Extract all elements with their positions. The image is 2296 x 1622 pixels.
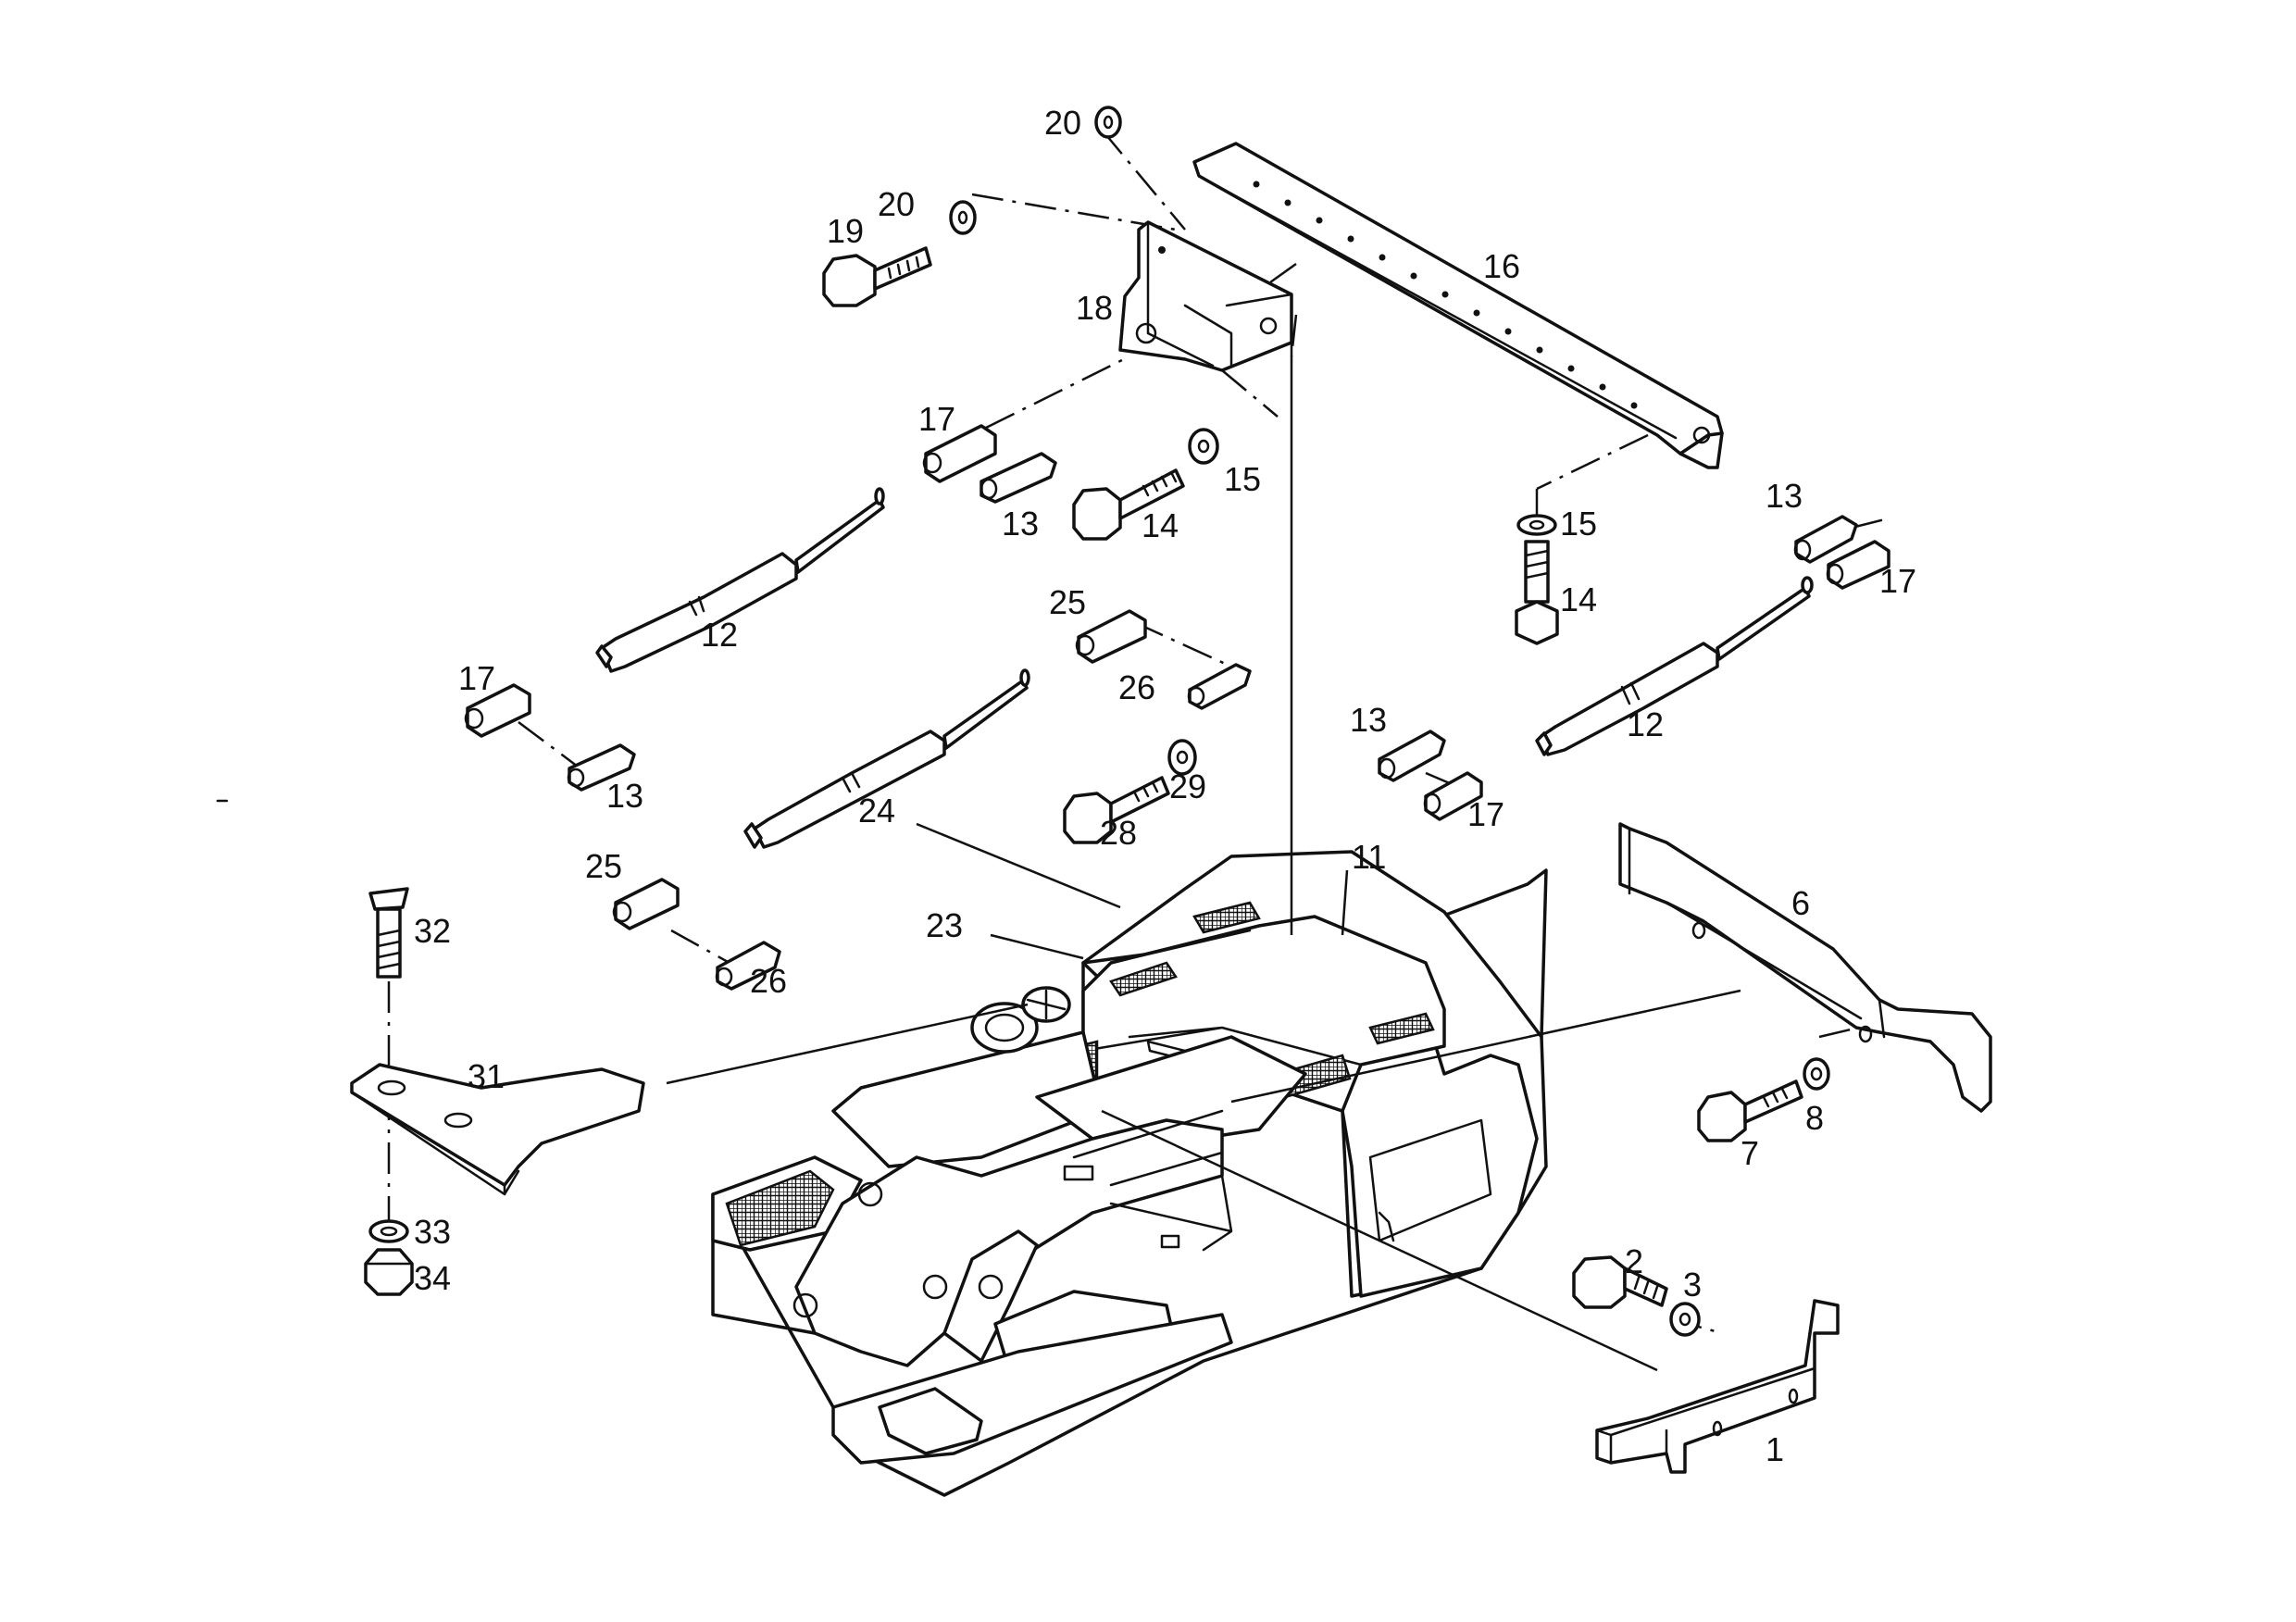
label-31: 31 [468, 1057, 505, 1095]
engine-grille-top [1192, 901, 1261, 934]
label-28: 28 [1100, 814, 1137, 852]
label-19: 19 [827, 212, 864, 250]
bolt-19 [822, 246, 932, 307]
bolt-14b [1515, 540, 1559, 645]
part-number-labels: 1 2 3 6 7 8 11 12 12 13 13 13 13 14 14 1… [414, 104, 1916, 1468]
rail-holes [1253, 181, 1638, 409]
clevis-17c [1423, 771, 1483, 821]
label-25b: 25 [585, 847, 622, 885]
label-7: 7 [1741, 1134, 1759, 1172]
label-6: 6 [1791, 884, 1810, 922]
plate-6 [1618, 822, 1992, 1113]
bracket-1 [1595, 1299, 1840, 1474]
fuel-cap [970, 1002, 1039, 1054]
washer-29 [1167, 739, 1197, 776]
engine-grille-right [1368, 1012, 1435, 1045]
rail-16 [1192, 142, 1724, 469]
label-1: 1 [1766, 1430, 1784, 1468]
bolt-32 [368, 887, 409, 979]
bolt-14a [1072, 468, 1185, 541]
label-2: 2 [1625, 1242, 1643, 1280]
label-12a: 12 [701, 616, 738, 654]
leader-lines [666, 343, 1741, 1372]
label-25a: 25 [1049, 583, 1086, 621]
washer-3 [1669, 1302, 1701, 1337]
bracket-18 [1118, 220, 1293, 372]
label-11: 11 [1352, 838, 1386, 876]
washer-20b [1094, 106, 1122, 139]
gas-spring-12b [1535, 576, 1814, 756]
label-20b: 20 [1044, 104, 1081, 142]
label-15a: 15 [1224, 460, 1261, 498]
label-3: 3 [1683, 1266, 1702, 1304]
label-8: 8 [1805, 1099, 1824, 1137]
clevis-25b [612, 878, 680, 930]
label-18: 18 [1076, 289, 1113, 327]
label-29: 29 [1169, 767, 1206, 805]
label-14a: 14 [1142, 506, 1179, 544]
label-13d: 13 [1766, 477, 1803, 515]
clevis-17a [922, 424, 997, 483]
nut-34 [364, 1248, 414, 1296]
label-14b: 14 [1560, 580, 1597, 618]
label-17d: 17 [1879, 562, 1916, 600]
label-34: 34 [414, 1259, 451, 1297]
gas-spring-24 [743, 668, 1030, 849]
clevis-13b [567, 743, 636, 792]
label-24: 24 [858, 792, 895, 830]
washer-20a [949, 200, 977, 235]
label-23: 23 [926, 906, 963, 944]
gas-spring-12a [595, 487, 885, 673]
label-16: 16 [1483, 247, 1520, 285]
label-17c: 17 [1467, 795, 1504, 833]
clevis-26b [715, 941, 781, 991]
washer-33 [368, 1219, 409, 1243]
bracket-31 [350, 1063, 645, 1196]
label-32: 32 [414, 912, 451, 950]
bolt-28 [1063, 776, 1170, 844]
label-26b: 26 [750, 962, 787, 1000]
bolt-7 [1697, 1079, 1803, 1142]
label-26a: 26 [1118, 668, 1155, 706]
bolt-2 [1572, 1255, 1668, 1309]
label-33: 33 [414, 1213, 451, 1251]
washer-15b [1516, 514, 1557, 536]
clevis-17d [1826, 540, 1890, 590]
machine-body [711, 850, 1548, 1497]
label-20a: 20 [878, 185, 915, 223]
clevis-25a [1075, 609, 1147, 664]
clevis-17b [464, 683, 531, 738]
clevis-13a [980, 452, 1057, 504]
label-13a: 13 [1002, 505, 1039, 543]
label-12b: 12 [1627, 705, 1664, 743]
clevis-13d [1793, 515, 1858, 564]
step-grille [725, 1169, 835, 1247]
label-15b: 15 [1560, 505, 1597, 543]
label-13c: 13 [1350, 701, 1387, 739]
clevis-26a [1187, 663, 1252, 710]
engine-grille-left [1109, 961, 1178, 997]
label-17b: 17 [458, 659, 495, 697]
label-17a: 17 [918, 400, 955, 438]
label-13b: 13 [606, 777, 643, 815]
washer-8 [1803, 1057, 1830, 1091]
clevis-13c [1378, 730, 1446, 782]
washer-15a [1188, 428, 1219, 465]
